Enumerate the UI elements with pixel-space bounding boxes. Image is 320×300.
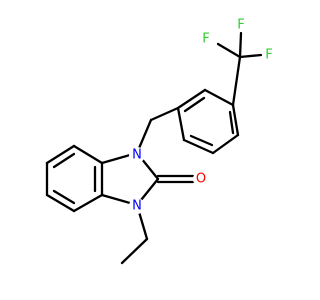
double-bond-inner [52, 152, 76, 169]
benzimidazole-benzene-ring [45, 144, 104, 213]
phenyl-ring [176, 88, 240, 155]
bond [238, 31, 243, 59]
nitrogen-label: N [132, 148, 142, 163]
bond [216, 42, 242, 59]
atom-f1: F [234, 18, 248, 33]
bond [45, 193, 76, 213]
atom-n1: N [129, 147, 145, 163]
molecule-structure-diagram: N N O F F F [45, 17, 276, 265]
double-bond-inner [228, 110, 235, 135]
fluorine-label: F [202, 32, 209, 47]
nitrogen-label: N [132, 199, 142, 214]
double-bond-inner [52, 189, 76, 205]
benzyl-linker [135, 106, 180, 155]
ethyl-group [120, 203, 149, 265]
bond [231, 103, 240, 137]
atom-f2: F [199, 32, 213, 47]
bond [182, 138, 215, 155]
imidazolone-ring [100, 151, 195, 207]
bond [211, 133, 240, 155]
bond [45, 144, 76, 165]
bond [176, 106, 186, 142]
bond [72, 144, 104, 165]
fluorine-label: F [237, 18, 244, 33]
double-bond-inner [189, 134, 214, 147]
atom-n2: N [129, 198, 145, 214]
bond [231, 55, 242, 107]
bond [238, 53, 263, 59]
atom-f3: F [262, 48, 276, 63]
bond [72, 193, 104, 213]
bond [149, 106, 180, 122]
bond [176, 88, 207, 110]
trifluoromethyl-group [216, 31, 263, 107]
bond [203, 88, 235, 107]
bond [120, 237, 149, 265]
double-bond-inner [183, 96, 206, 113]
fluorine-label: F [265, 48, 272, 63]
atom-o: O [193, 171, 209, 187]
oxygen-label: O [196, 172, 206, 187]
